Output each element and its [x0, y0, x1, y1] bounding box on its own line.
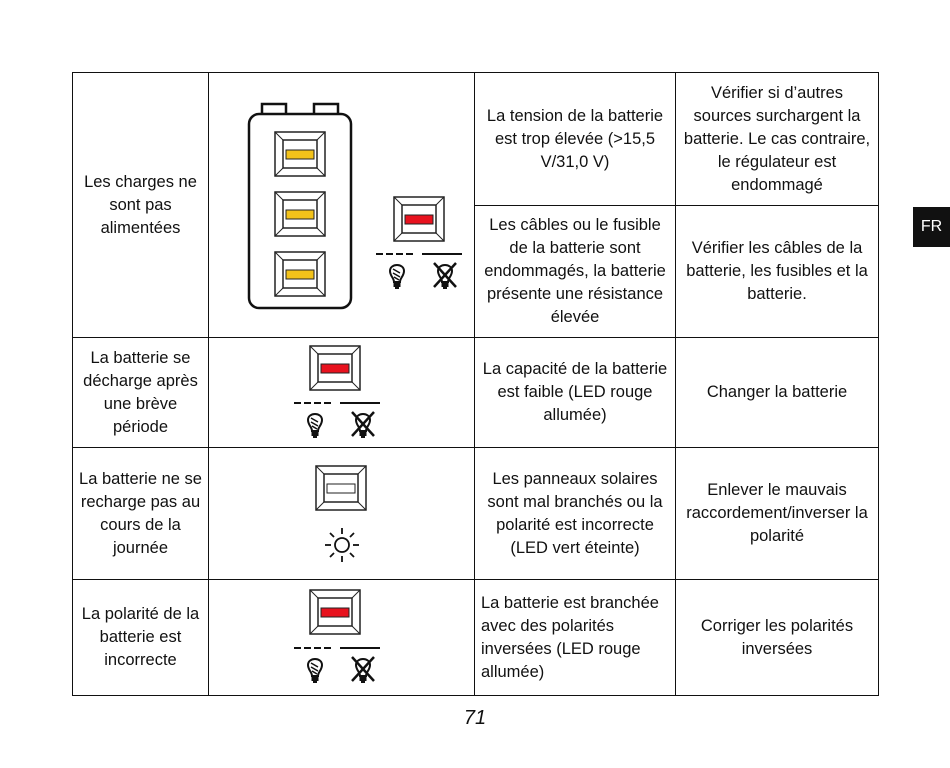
battery-led-diagram: [208, 72, 475, 338]
table-row: La batterie se décharge après une brève …: [72, 337, 879, 448]
led-diagram: [208, 447, 475, 580]
cause-cell: La batterie est branchée avec des polari…: [474, 579, 676, 696]
solution-cell: Changer la batterie: [675, 337, 879, 448]
solution-cell: Enlever le mauvais raccordement/inverser…: [675, 447, 879, 580]
load-status-icon: [376, 254, 462, 288]
solution-cell: Vérifier si d’autres sources surchargent…: [675, 72, 879, 206]
troubleshooting-table: Les charges ne sont pas alimentées La te…: [72, 72, 879, 696]
sun-icon: [324, 527, 359, 562]
led-red-icon: [292, 344, 392, 444]
cause-cell: La capacité de la batterie est faible (L…: [474, 337, 676, 448]
led-indicator-icon: [273, 131, 326, 177]
led-red-icon: [292, 588, 392, 690]
cause-cell: Les câbles ou le fusible de la batterie …: [474, 205, 676, 338]
problem-cell: La batterie se décharge après une brève …: [72, 337, 209, 448]
table-row: La polarité de la batterie est incorrect…: [72, 579, 879, 696]
led-indicator-icon: [273, 251, 326, 297]
solution-cell: Vérifier les câbles de la batterie, les …: [675, 205, 879, 338]
table-row: Les câbles ou le fusible de la batterie …: [73, 205, 879, 338]
battery-icon: [247, 102, 462, 310]
led-off-icon: [314, 464, 367, 562]
led-indicator-icon: [392, 196, 445, 242]
led-diagram: [208, 337, 475, 448]
table-row: La batterie ne se recharge pas au cours …: [72, 447, 879, 580]
table-row: Les charges ne sont pas alimentées La te…: [72, 72, 879, 338]
language-tab: FR: [913, 207, 950, 247]
solution-cell: Corriger les polarités inversées: [675, 579, 879, 696]
led-diagram: [208, 579, 475, 696]
led-indicator-icon: [273, 191, 326, 237]
problem-cell: La batterie ne se recharge pas au cours …: [72, 447, 209, 580]
cause-cell: Les panneaux solaires sont mal branchés …: [474, 447, 676, 580]
problem-cell: Les charges ne sont pas alimentées: [72, 72, 209, 338]
cause-cell: La tension de la batterie est trop élevé…: [474, 72, 676, 206]
page-number: 71: [463, 707, 487, 729]
problem-cell: La polarité de la batterie est incorrect…: [72, 579, 209, 696]
